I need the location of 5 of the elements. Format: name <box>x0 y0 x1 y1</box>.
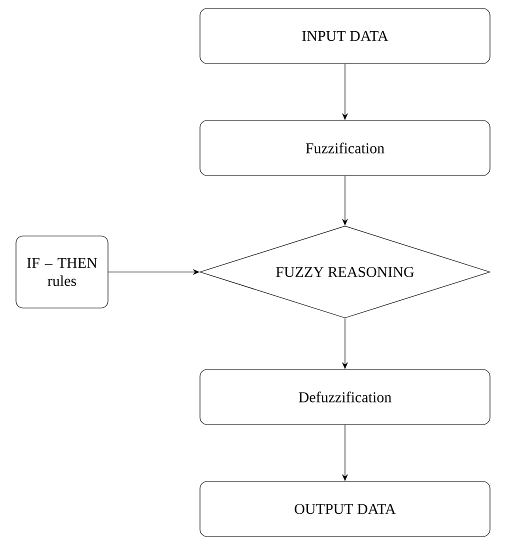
process-box: Fuzzification <box>200 120 490 176</box>
process-box: Defuzzification <box>200 369 490 425</box>
rules-box: IF – THEN rules <box>16 236 108 308</box>
process-box: INPUT DATA <box>200 8 490 64</box>
process-box: OUTPUT DATA <box>200 481 490 537</box>
